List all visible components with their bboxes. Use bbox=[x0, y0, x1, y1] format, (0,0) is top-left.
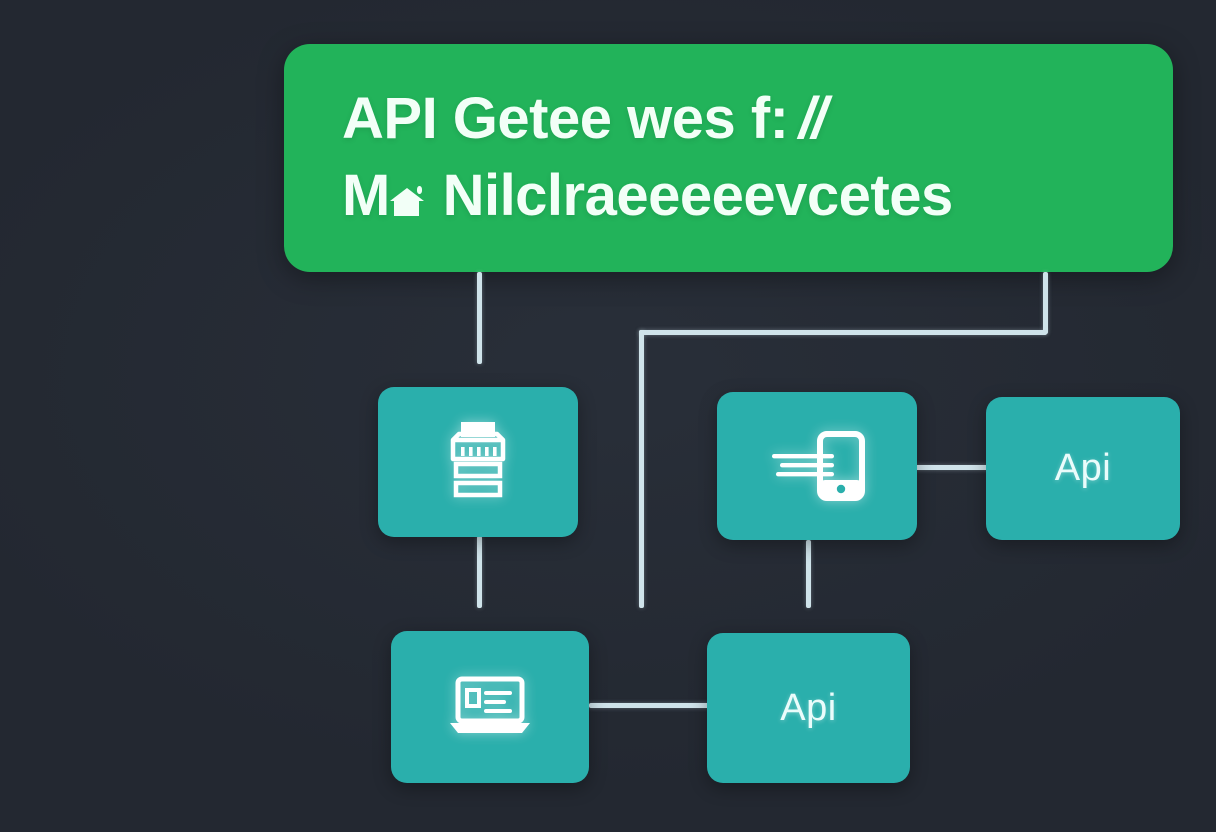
header-line-2-prefix: M bbox=[342, 163, 390, 228]
node-api-right-label: Api bbox=[1054, 447, 1112, 489]
connector-mobile-to-bottom-api bbox=[806, 540, 811, 608]
header-line-1: API Getee wes f:// bbox=[342, 81, 1173, 158]
laptop-icon bbox=[448, 676, 532, 738]
api-gateway-header: API Getee wes f:// M Nilclraeeeeevcetes bbox=[284, 44, 1173, 272]
house-icon bbox=[389, 186, 425, 217]
header-line-2-suffix: Nilclraeeeeevcetes bbox=[442, 163, 954, 228]
header-line-1-slashes: // bbox=[798, 86, 828, 152]
mobile-device-icon bbox=[768, 430, 866, 502]
header-line-1-text: API Getee wes f: bbox=[342, 86, 789, 152]
node-laptop-client[interactable] bbox=[391, 631, 589, 783]
connector-server-to-laptop bbox=[477, 536, 482, 608]
connector-laptop-to-api bbox=[589, 703, 709, 708]
connector-header-branch-stub bbox=[1043, 272, 1048, 334]
node-api-bottom-label: Api bbox=[780, 686, 837, 729]
node-mobile-client[interactable] bbox=[717, 392, 917, 540]
node-api-bottom[interactable]: Api bbox=[707, 633, 910, 783]
server-rack-icon bbox=[441, 420, 515, 504]
node-api-right[interactable]: Api bbox=[986, 397, 1180, 540]
connector-header-to-server bbox=[477, 272, 482, 364]
connector-mobile-to-api bbox=[915, 465, 988, 470]
header-line-2: M Nilclraeeeeevcetes bbox=[342, 158, 1173, 235]
node-server[interactable] bbox=[378, 387, 578, 537]
connector-branch-horizontal bbox=[639, 330, 1047, 335]
connector-branch-to-bottom-api bbox=[639, 330, 644, 608]
